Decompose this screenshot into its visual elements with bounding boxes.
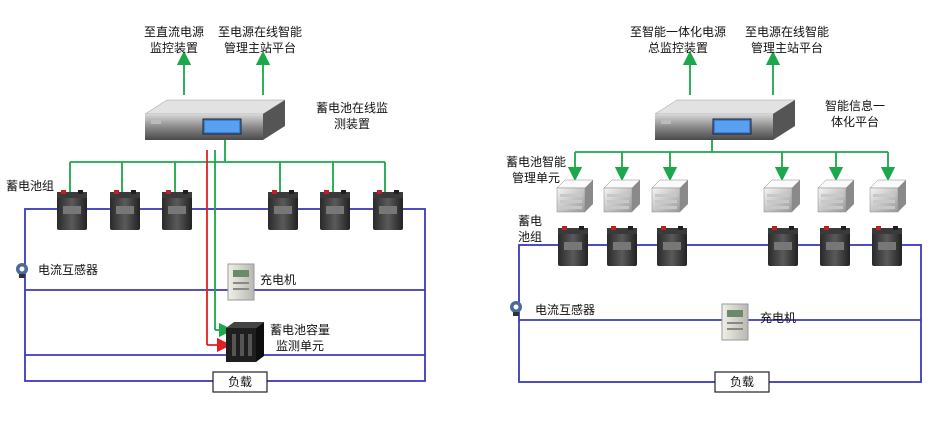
right-up-label-2: 至电源在线智能管理主站平台 bbox=[745, 25, 830, 55]
rack-device-icon bbox=[144, 99, 286, 141]
right-ct-label: 电流互感器 bbox=[535, 303, 596, 317]
battery-icon bbox=[657, 226, 687, 266]
left-ct-label: 电流互感器 bbox=[38, 263, 99, 277]
charger-icon bbox=[721, 303, 749, 341]
charger-icon bbox=[227, 263, 255, 301]
battery-icon bbox=[320, 190, 350, 230]
left-battery-label: 蓄电池组 bbox=[6, 179, 55, 193]
battery-icon bbox=[768, 226, 798, 266]
left-up-label-2: 至电源在线智能管理主站平台 bbox=[218, 25, 303, 55]
right-load-label: 负载 bbox=[729, 375, 754, 389]
battery-icon bbox=[558, 226, 588, 266]
battery-manager-icon bbox=[869, 179, 907, 213]
battery-icon bbox=[607, 226, 637, 266]
battery-manager-icon bbox=[651, 179, 689, 213]
battery-icon bbox=[110, 190, 140, 230]
left-load-box bbox=[212, 371, 268, 393]
left-up-label-1: 至直流电源监控装置 bbox=[144, 25, 205, 55]
battery-icon bbox=[373, 190, 403, 230]
battery-icon bbox=[820, 226, 850, 266]
battery-icon bbox=[872, 226, 902, 266]
battery-icon bbox=[162, 190, 192, 230]
rack-device-icon bbox=[654, 99, 796, 141]
battery-icon bbox=[268, 190, 298, 230]
current-transformer-icon bbox=[16, 263, 28, 278]
right-charger-label: 充电机 bbox=[760, 311, 797, 325]
left-capacity-label: 蓄电池容量监测单元 bbox=[270, 323, 331, 353]
current-transformer-icon bbox=[510, 301, 522, 316]
right-up-label-1: 至智能一体化电源总监控装置 bbox=[630, 25, 727, 55]
capacity-monitor-icon bbox=[226, 322, 264, 362]
right-battery-label: 蓄电池组 bbox=[518, 214, 543, 244]
right-device-label: 智能信息一体化平台 bbox=[825, 99, 886, 129]
battery-manager-icon bbox=[763, 179, 801, 213]
right-diagram bbox=[510, 50, 922, 393]
left-diagram bbox=[16, 50, 426, 393]
left-device-label: 蓄电池在线监测装置 bbox=[316, 101, 389, 131]
battery-manager-icon bbox=[817, 179, 855, 213]
left-load-label: 负载 bbox=[227, 375, 252, 389]
right-load-box bbox=[714, 371, 770, 393]
battery-icon bbox=[57, 190, 87, 230]
battery-manager-icon bbox=[603, 179, 641, 213]
left-charger-label: 充电机 bbox=[260, 273, 297, 287]
right-manager-label: 蓄电池智能管理单元 bbox=[506, 155, 567, 185]
